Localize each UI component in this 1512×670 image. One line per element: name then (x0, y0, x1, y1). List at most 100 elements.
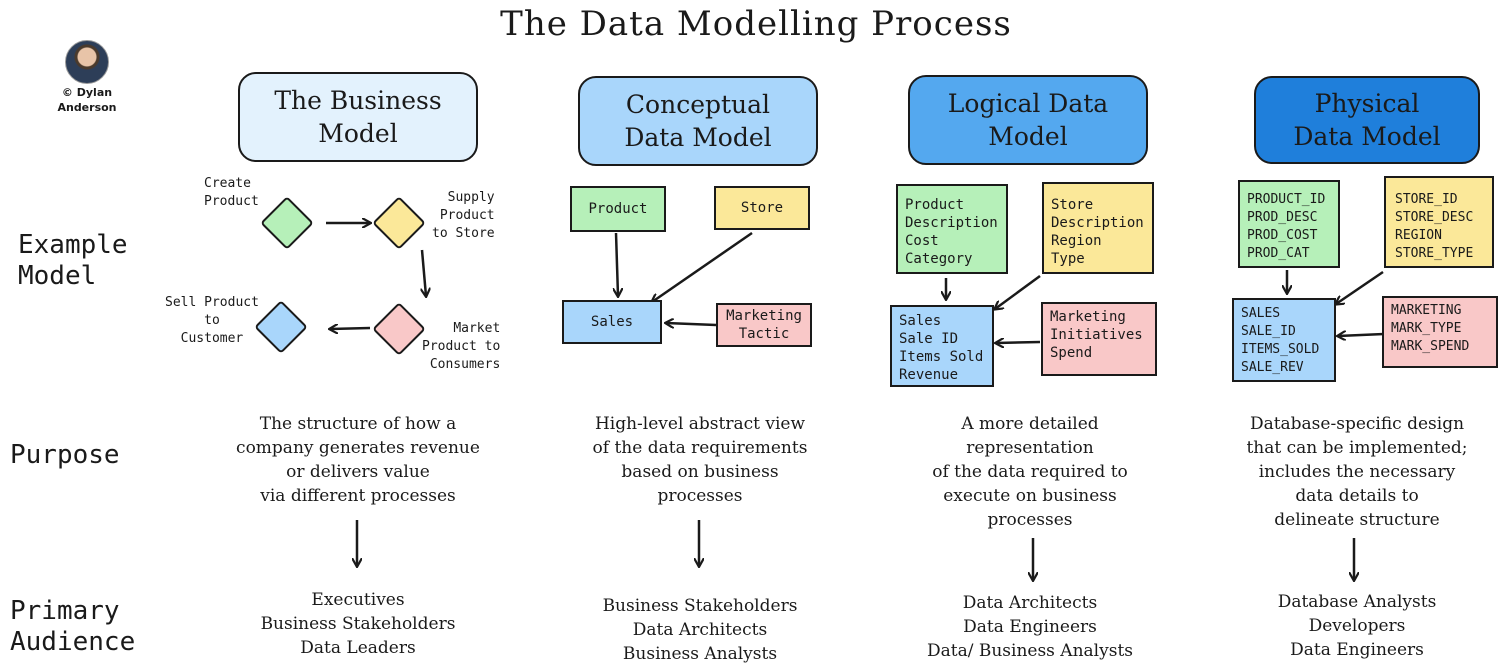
logical-entity-store: Store Description Region Type (1042, 182, 1154, 274)
logical-product-attr: Description (905, 215, 998, 231)
author-name-first: © Dylan (61, 86, 113, 99)
physical-product-col: PROD_DESC (1247, 210, 1318, 225)
audience-line: Data Architects (962, 593, 1098, 613)
arrow-marketing-to-sales (666, 323, 717, 325)
purpose-line: of the data required to (932, 462, 1128, 482)
purpose-line: processes (657, 486, 743, 506)
entity-product: Product (570, 186, 666, 232)
logical-sales-attr: Sale ID (899, 331, 959, 347)
logical-store-attr: Type (1051, 251, 1085, 267)
physical-entity-store: STORE_ID STORE_DESC REGION STORE_TYPE (1384, 176, 1494, 268)
logical-store-attr: Description (1051, 215, 1144, 231)
audience-line: Business Stakeholders (260, 614, 456, 634)
row-label-example-line1: Example (18, 230, 128, 260)
author-badge: © Dylan Anderson (52, 40, 122, 114)
label-supply-product: Supply Product to Store (432, 190, 495, 241)
row-label-audience-line2: Audience (10, 627, 136, 657)
physical-product-col: PRODUCT_ID (1247, 192, 1326, 207)
logical-entity-sales: Sales Sale ID Items Sold Revenue (890, 305, 994, 387)
physical-store-col: STORE_ID (1395, 192, 1458, 207)
physical-product-col: PROD_CAT (1247, 246, 1310, 261)
row-label-example: Example Model (18, 230, 128, 292)
arrow-physical-store-to-sales (1336, 270, 1384, 304)
header-physical-line2: Data Model (1293, 122, 1441, 151)
arrow-supply-to-market (422, 249, 426, 296)
audience-line: Executives (311, 590, 405, 610)
physical-store-col: STORE_TYPE (1395, 246, 1474, 261)
purpose-conceptual: High-level abstract view of the data req… (555, 412, 845, 508)
physical-sales-col: ITEMS_SOLD (1241, 342, 1320, 357)
header-conceptual-line2: Data Model (624, 123, 772, 152)
physical-entity-sales: SALES SALE_ID ITEMS_SOLD SALE_REV (1232, 298, 1336, 382)
logical-sales-attr: Items Sold (899, 349, 984, 365)
purpose-line: The structure of how a (259, 414, 457, 434)
header-conceptual-line1: Conceptual (625, 90, 771, 119)
audience-logical: Data Architects Data Engineers Data/ Bus… (885, 591, 1175, 663)
purpose-business: The structure of how a company generates… (218, 412, 498, 508)
audience-line: Database Analysts (1277, 592, 1437, 612)
header-business-line2: Model (318, 119, 398, 148)
logical-entity-marketing: Marketing Initiatives Spend (1041, 302, 1157, 376)
audience-line: Data Leaders (300, 638, 416, 658)
logical-store-attr: Store (1051, 197, 1094, 213)
logical-sales-attr: Sales (899, 313, 942, 329)
audience-line: Data Engineers (963, 617, 1097, 637)
author-name-last: Anderson (57, 101, 117, 114)
header-business-line1: The Business (274, 86, 442, 115)
arrow-market-to-sell (330, 328, 371, 329)
row-label-audience-line1: Primary (10, 596, 120, 626)
entity-marketing-line1: Marketing (726, 308, 802, 324)
avatar (65, 40, 109, 84)
purpose-line: data details to (1295, 486, 1419, 506)
entity-product-label: Product (588, 201, 648, 217)
purpose-line: via different processes (260, 486, 456, 506)
arrow-store-to-sales (652, 231, 753, 302)
physical-entity-marketing: MARKETING MARK_TYPE MARK_SPEND (1382, 296, 1498, 368)
physical-sales-col: SALES (1241, 306, 1281, 321)
logical-marketing-attr: Initiatives (1050, 327, 1143, 343)
physical-product-col: PROD_COST (1247, 228, 1318, 243)
logical-entity-product: Product Description Cost Category (896, 184, 1008, 274)
arrow-logical-store-to-sales (995, 274, 1041, 309)
audience-line: Business Analysts (622, 644, 778, 664)
physical-sales-col: SALE_REV (1241, 360, 1304, 375)
logical-product-attr: Cost (905, 233, 939, 249)
physical-marketing-col: MARKETING (1391, 303, 1462, 318)
purpose-line: based on business (621, 462, 779, 482)
label-market-product: Market Product to Consumers (422, 321, 501, 372)
header-logical-line2: Model (988, 122, 1068, 151)
audience-business: Executives Business Stakeholders Data Le… (218, 588, 498, 660)
row-label-audience: Primary Audience (10, 596, 135, 658)
logical-marketing-attr: Marketing (1050, 309, 1126, 325)
physical-sales-col: SALE_ID (1241, 324, 1296, 339)
purpose-line: processes (987, 510, 1073, 530)
physical-marketing-col: MARK_SPEND (1391, 339, 1470, 354)
audience-line: Data Engineers (1290, 640, 1424, 660)
purpose-line: High-level abstract view (594, 414, 806, 434)
entity-store-label: Store (740, 200, 784, 216)
entity-sales-label: Sales (590, 314, 634, 330)
purpose-line: of the data requirements (592, 438, 808, 458)
purpose-line: execute on business (943, 486, 1117, 506)
header-logical-line1: Logical Data (947, 89, 1109, 118)
audience-line: Business Stakeholders (602, 596, 798, 616)
logical-product-attr: Category (905, 251, 973, 267)
label-create-product: Create Product (204, 176, 259, 209)
audience-physical: Database Analysts Developers Data Engine… (1212, 590, 1502, 662)
physical-marketing-col: MARK_TYPE (1391, 321, 1462, 336)
audience-line: Data/ Business Analysts (926, 641, 1133, 661)
audience-conceptual: Business Stakeholders Data Architects Bu… (555, 594, 845, 666)
arrow-product-to-sales (616, 232, 618, 296)
entity-sales: Sales (562, 300, 662, 344)
arrow-physical-marketing-to-sales (1338, 334, 1385, 336)
page-title: The Data Modelling Process (500, 4, 1012, 44)
logical-product-attr: Product (905, 197, 965, 213)
purpose-line: A more detailed (961, 414, 1099, 434)
entity-store: Store (714, 186, 810, 230)
